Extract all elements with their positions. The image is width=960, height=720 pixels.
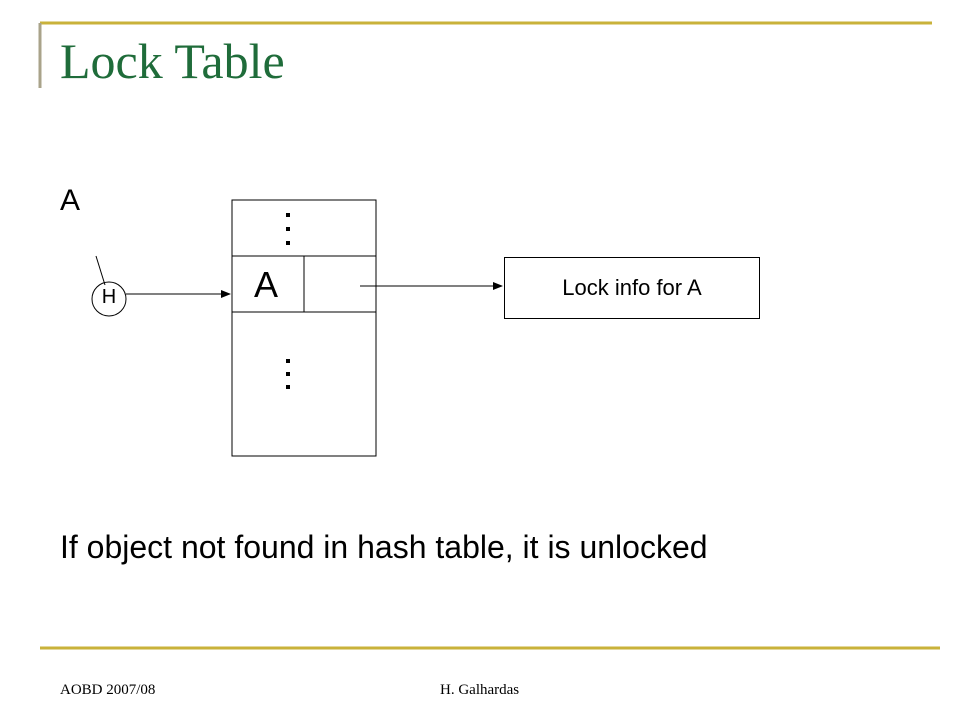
footer-course: AOBD 2007/08 (60, 682, 156, 698)
hash-table-entry-label: A (254, 264, 279, 305)
hash-function-circle (91, 281, 127, 317)
hash-table (231, 199, 377, 457)
footer-author: H. Galhardas (440, 682, 520, 698)
hash-function-label: H (101, 286, 117, 308)
object-label: A (60, 184, 81, 217)
bottom-ellipsis-icon (286, 359, 290, 389)
top-ellipsis-icon (286, 213, 290, 245)
lock-info-label: Lock info for A (562, 275, 702, 300)
statement-text: If object not found in hash table, it is… (60, 529, 708, 565)
lock-info-box: Lock info for A (504, 257, 760, 319)
object-to-hash-line (95, 255, 106, 286)
slide-title: Lock Table (60, 33, 285, 89)
